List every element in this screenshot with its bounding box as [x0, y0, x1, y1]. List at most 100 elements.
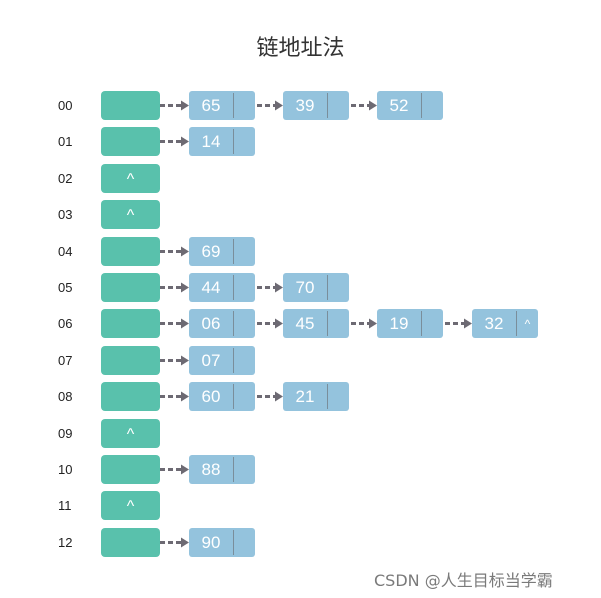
bucket-slot: ^: [101, 491, 160, 520]
node-next-pointer: [328, 309, 349, 338]
chain-arrow: [233, 100, 283, 111]
list-node: 19: [377, 309, 443, 338]
chain-arrow: [136, 355, 189, 366]
list-node: 44: [189, 273, 255, 302]
list-node: 52: [377, 91, 443, 120]
bucket-index: 06: [58, 315, 73, 331]
node-divider: [327, 275, 328, 300]
list-node: 06: [189, 309, 255, 338]
node-divider: [327, 93, 328, 118]
chain-arrow: [136, 246, 189, 257]
bucket-index: 12: [58, 534, 73, 550]
chain-arrow: [136, 136, 189, 147]
list-node: 70: [283, 273, 349, 302]
bucket-slot: [101, 273, 160, 302]
node-divider: [233, 239, 234, 264]
bucket-index: 10: [58, 461, 73, 477]
bucket-slot: [101, 346, 160, 375]
node-value: 70: [295, 278, 315, 297]
bucket-slot: [101, 382, 160, 411]
bucket-slot: ^: [101, 164, 160, 193]
node-divider: [233, 530, 234, 555]
node-next-pointer: [328, 382, 349, 411]
node-value: 90: [201, 533, 221, 552]
list-node: 14: [189, 127, 255, 156]
node-value: 39: [295, 96, 315, 115]
chain-arrow: [233, 391, 283, 402]
node-divider: [233, 93, 234, 118]
node-next-pointer: [422, 91, 443, 120]
bucket-slot: [101, 127, 160, 156]
chain-arrow: [233, 282, 283, 293]
node-next-pointer: [234, 382, 255, 411]
bucket-index: 09: [58, 425, 73, 441]
chain-arrow: [233, 318, 283, 329]
bucket-index: 03: [58, 206, 73, 222]
watermark: CSDN @人生目标当学霸: [374, 571, 553, 590]
node-divider: [327, 384, 328, 409]
node-divider: [233, 275, 234, 300]
bucket-index: 05: [58, 279, 73, 295]
chain-arrow: [136, 100, 189, 111]
node-divider: [233, 457, 234, 482]
list-node: 21: [283, 382, 349, 411]
bucket-index: 01: [58, 133, 73, 149]
list-node: 07: [189, 346, 255, 375]
node-value: 06: [201, 314, 221, 333]
node-next-pointer: [422, 309, 443, 338]
bucket-index: 00: [58, 97, 73, 113]
bucket-slot: ^: [101, 419, 160, 448]
list-node: 65: [189, 91, 255, 120]
bucket-slot: [101, 528, 160, 557]
bucket-index: 08: [58, 388, 73, 404]
node-value: 65: [201, 96, 221, 115]
chain-arrow: [136, 464, 189, 475]
node-next-pointer: [234, 91, 255, 120]
node-next-pointer: [234, 127, 255, 156]
node-divider: [233, 129, 234, 154]
list-node: 69: [189, 237, 255, 266]
node-value: 21: [295, 387, 315, 406]
node-next-pointer: [234, 455, 255, 484]
node-value: 52: [389, 96, 409, 115]
node-next-pointer: [328, 273, 349, 302]
node-value: 88: [201, 460, 221, 479]
bucket-index: 04: [58, 243, 73, 259]
node-next-pointer: ^: [524, 317, 531, 331]
chain-arrow: [327, 318, 377, 329]
bucket-index: 07: [58, 352, 73, 368]
diagram-title: 链地址法: [256, 36, 345, 61]
node-value: 60: [201, 387, 221, 406]
list-node: 60: [189, 382, 255, 411]
list-node: 45: [283, 309, 349, 338]
node-value: 32: [484, 314, 504, 333]
node-divider: [233, 348, 234, 373]
node-divider: [421, 93, 422, 118]
bucket-slot: [101, 237, 160, 266]
list-node: 39: [283, 91, 349, 120]
node-next-pointer: [234, 528, 255, 557]
node-divider: [421, 311, 422, 336]
chain-arrow: [136, 537, 189, 548]
list-node: 32 ^: [472, 309, 538, 338]
node-next-pointer: [234, 346, 255, 375]
list-node: 88: [189, 455, 255, 484]
bucket-slot: [101, 91, 160, 120]
bucket-slot: [101, 309, 160, 338]
node-divider: [327, 311, 328, 336]
chain-arrow: [136, 318, 189, 329]
node-next-pointer: [328, 91, 349, 120]
chain-arrow: [327, 100, 377, 111]
node-value: 44: [201, 278, 221, 297]
node-divider: [516, 311, 517, 336]
node-next-pointer: [234, 237, 255, 266]
node-value: 69: [201, 242, 221, 261]
bucket-slot: ^: [101, 200, 160, 229]
chain-arrow: [421, 318, 472, 329]
chain-arrow: [136, 282, 189, 293]
node-next-pointer: [234, 309, 255, 338]
node-divider: [233, 311, 234, 336]
bucket-slot: [101, 455, 160, 484]
node-value: 14: [201, 132, 221, 151]
